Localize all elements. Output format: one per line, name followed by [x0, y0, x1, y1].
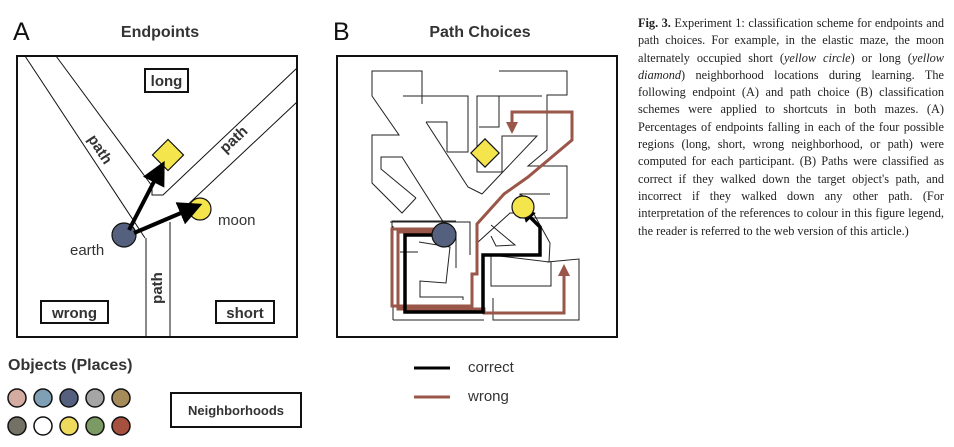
- path-wall: [55, 55, 153, 187]
- moon-short-circle: [511, 195, 535, 219]
- caption-text-2: ) or long (: [850, 50, 912, 65]
- caption-italic-1: yellow circle: [783, 50, 851, 65]
- object-color-swatch: [111, 388, 131, 408]
- objects-legend-heading: Objects (Places): [8, 357, 133, 374]
- wrong-path-long: [390, 110, 574, 308]
- region-box-long: [144, 68, 189, 93]
- path-wall: [151, 67, 298, 196]
- panel-a-title: Endpoints: [120, 24, 200, 41]
- endpoints-frame: [16, 55, 298, 338]
- object-color-swatch: [85, 416, 105, 436]
- region-label-long: long: [151, 73, 183, 90]
- region-box-wrong: [40, 300, 109, 324]
- earth-circle: [431, 222, 457, 248]
- path-wall: [179, 101, 298, 213]
- path-wall: [24, 55, 146, 239]
- caption-text-3: ) neighborhood locations during learning…: [638, 67, 944, 238]
- maze-frame: [336, 55, 618, 338]
- figure-caption: Fig. 3. Experiment 1: classification sch…: [638, 15, 944, 240]
- region-box-short: [215, 300, 275, 324]
- object-color-swatch: [111, 416, 131, 436]
- region-label-wrong: wrong: [51, 305, 97, 322]
- arrow-earth-to-circle: [133, 202, 203, 235]
- object-color-swatch: [7, 416, 27, 436]
- object-color-swatch: [7, 388, 27, 408]
- path-label-bottom: path: [149, 272, 166, 304]
- moon-long-diamond: [470, 138, 500, 168]
- path-choices-maze: [336, 55, 618, 338]
- object-color-swatch: [85, 388, 105, 408]
- object-color-swatch: [33, 416, 53, 436]
- wrong-legend-label: wrong: [468, 388, 509, 405]
- endpoints-diagram: path path path long wrong short moon ear…: [16, 55, 298, 338]
- caption-italic-2: yellow diamond: [638, 50, 944, 82]
- object-color-swatch: [59, 416, 79, 436]
- neighborhoods-label: Neighborhoods: [187, 402, 285, 418]
- correct-legend-label: correct: [468, 359, 514, 376]
- path-line-legend: [414, 366, 450, 399]
- panel-a-letter: A: [13, 18, 30, 46]
- panel-b-letter: B: [333, 18, 350, 46]
- neighborhoods-legend-box: Neighborhoods: [170, 392, 302, 428]
- caption-label: Fig. 3.: [638, 16, 671, 30]
- object-color-swatch: [59, 388, 79, 408]
- earth-label: earth: [70, 242, 104, 259]
- arrow-earth-to-diamond: [127, 160, 165, 231]
- region-label-short: short: [226, 305, 264, 322]
- correct-path: [403, 208, 542, 314]
- object-color-swatch: [33, 388, 53, 408]
- moon-label: moon: [218, 212, 256, 229]
- panel-b-title: Path Choices: [429, 24, 531, 41]
- caption-text-1: Experiment 1: classification scheme for …: [638, 16, 944, 65]
- object-swatches: [7, 388, 131, 436]
